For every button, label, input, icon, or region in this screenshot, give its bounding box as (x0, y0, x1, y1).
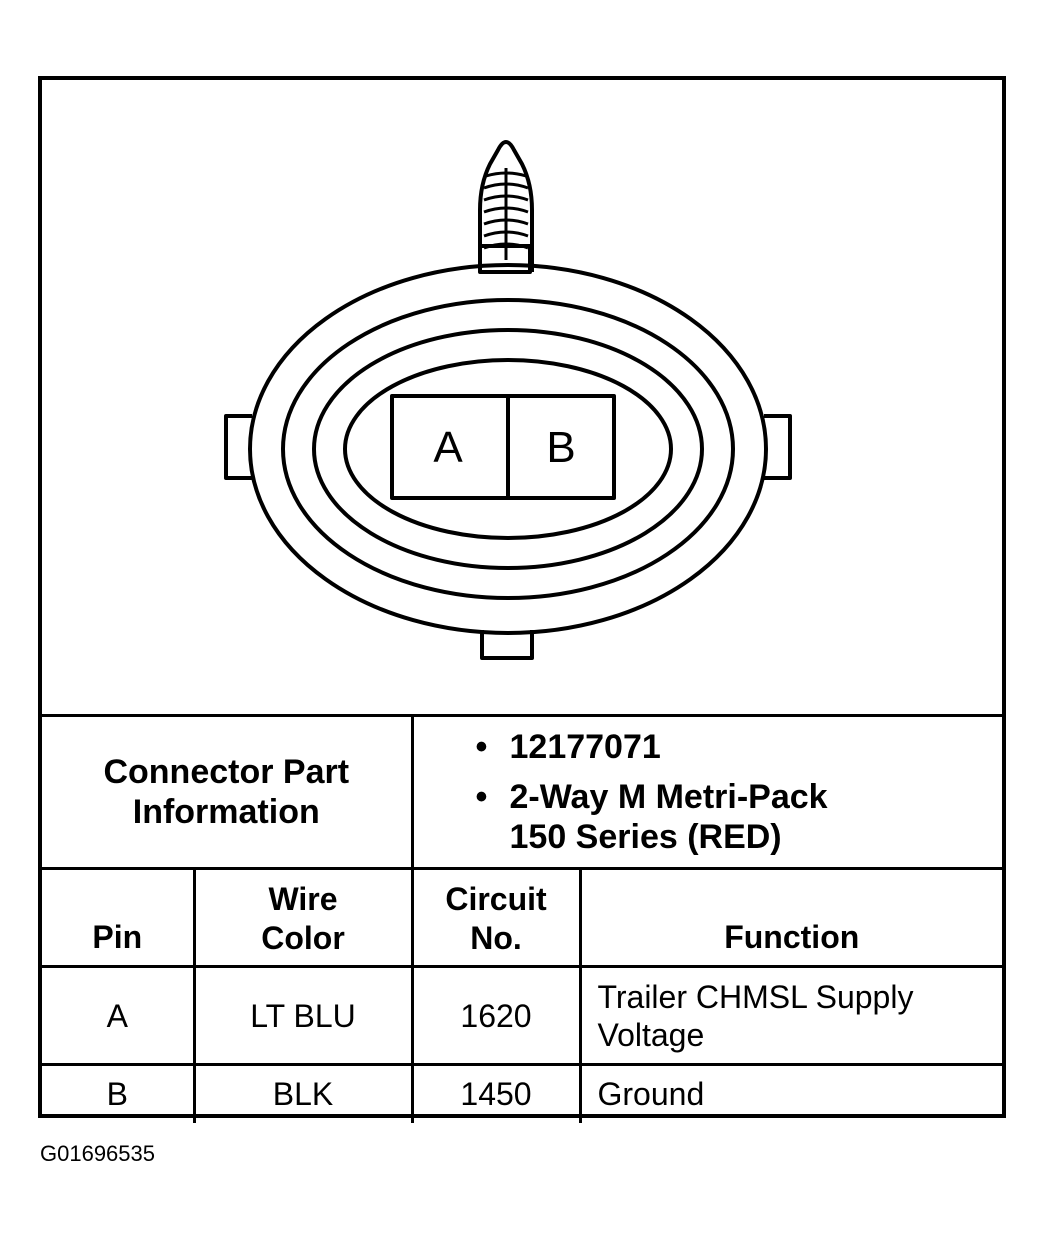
pin-label-b: B (546, 423, 575, 472)
cell-wire-color: LT BLU (192, 965, 414, 1066)
header-pin: Pin (42, 867, 196, 968)
part-description: 2-Way M Metri-Pack 150 Series (RED) (476, 777, 1003, 857)
part-info-label: Connector Part Information (42, 714, 414, 870)
figure-id: G01696535 (40, 1141, 155, 1166)
diagram-frame: A B Connector Part Information 12177071 … (38, 76, 1006, 1123)
locking-post (478, 140, 534, 272)
connector-outer-shell (248, 263, 768, 635)
cell-circuit: 1450 (410, 1063, 582, 1123)
pin-label-a: A (433, 423, 463, 472)
table-row: B BLK 1450 Ground (42, 1063, 1002, 1123)
pin-cavity-b (506, 394, 616, 500)
cell-pin: A (42, 965, 196, 1066)
cell-pin: B (42, 1063, 196, 1123)
connector-seal-ring-2 (312, 328, 704, 570)
part-info-label-line1: Connector Part (103, 753, 350, 791)
bottom-key-tab (480, 630, 534, 660)
left-latch-tab (224, 414, 254, 480)
cell-circuit: 1620 (410, 965, 582, 1066)
cell-wire-color: BLK (192, 1063, 414, 1123)
header-function: Function (578, 867, 1002, 968)
cell-function: Ground (578, 1063, 1002, 1123)
table-row: A LT BLU 1620 Trailer CHMSL Supply Volta… (42, 965, 1002, 1066)
cell-function: Trailer CHMSL Supply Voltage (578, 965, 1002, 1066)
post-base (478, 244, 532, 274)
part-info-values: 12177071 2-Way M Metri-Pack 150 Series (… (410, 714, 1003, 870)
part-info-label-line2: Information (132, 793, 320, 831)
part-number: 12177071 (476, 727, 1003, 767)
connector-face-drawing: A B (224, 140, 792, 660)
header-wire-color: Wire Color (192, 867, 414, 968)
connector-pinout-table: Connector Part Information 12177071 2-Wa… (42, 714, 1002, 1123)
header-circuit-no: Circuit No. (410, 867, 582, 968)
right-latch-tab (764, 414, 792, 480)
part-info-row: Connector Part Information 12177071 2-Wa… (42, 714, 1003, 870)
connector-seal-ring-1 (281, 298, 735, 600)
connector-seal-ring-3 (343, 358, 673, 540)
column-header-row: Pin Wire Color Circuit No. Function (42, 867, 1002, 968)
